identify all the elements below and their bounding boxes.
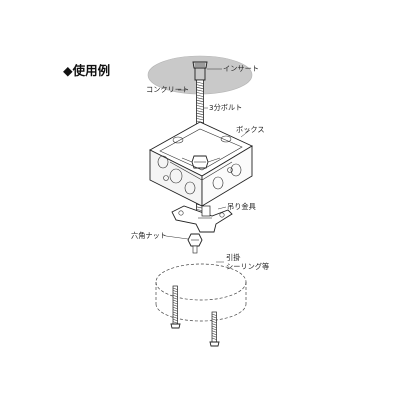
hanger-bracket — [171, 205, 233, 233]
thread-line — [172, 321, 178, 324]
thread-line — [196, 86, 204, 90]
thread-line — [172, 318, 178, 322]
leader-box — [240, 129, 251, 138]
label-box: ボックス — [236, 125, 265, 134]
thread-line — [172, 304, 178, 307]
label-bolt: 3分ボルト — [209, 103, 242, 112]
thread-line — [172, 316, 178, 319]
thread-line — [196, 81, 204, 84]
label-nut: 六角ナット — [131, 231, 167, 240]
thread-line — [196, 107, 204, 110]
thread-line — [196, 97, 204, 100]
thread-line — [211, 313, 217, 316]
thread-line — [211, 328, 217, 331]
label-concrete: コンクリート — [146, 85, 189, 94]
leader-nut — [165, 235, 189, 240]
thread-line — [196, 99, 204, 103]
section-heading: ◆使用例 — [63, 63, 110, 78]
thread-line — [196, 84, 204, 87]
thread-line — [172, 299, 178, 302]
thread-line — [211, 325, 217, 328]
thread-line — [172, 314, 178, 317]
hex-nut — [187, 233, 203, 254]
thread-line — [196, 102, 204, 105]
thread-line — [172, 311, 178, 314]
thread-line — [196, 92, 204, 95]
thread-line — [211, 318, 217, 321]
thread-line — [172, 292, 178, 295]
left-screw — [170, 285, 181, 329]
label-insert: インサート — [223, 64, 259, 73]
label-hanger: 吊り金具 — [227, 202, 256, 211]
label-ceiling-line2: シーリング等 — [226, 262, 269, 271]
leader-hanger — [217, 206, 227, 210]
right-screw — [209, 311, 220, 347]
thread-line — [196, 110, 204, 113]
thread-line — [172, 306, 178, 310]
thread-line — [196, 112, 204, 116]
thread-line — [211, 332, 217, 336]
thread-line — [211, 320, 217, 324]
thread-line — [196, 105, 204, 108]
thread-line — [196, 115, 204, 118]
thread-line — [211, 335, 217, 338]
ceiling-rosette — [155, 263, 247, 322]
thread-line — [172, 309, 178, 312]
thread-line — [211, 337, 217, 340]
thread-line — [196, 94, 204, 97]
thread-line — [172, 290, 178, 293]
thread-line — [211, 323, 217, 326]
thread-line — [196, 89, 204, 92]
thread-line — [172, 302, 178, 305]
thread-line — [172, 287, 178, 290]
label-ceiling-line1: 引掛 — [226, 253, 240, 262]
thread-line — [172, 294, 178, 298]
thread-line — [211, 316, 217, 319]
thread-line — [196, 118, 204, 121]
thread-line — [172, 297, 178, 300]
thread-line — [211, 330, 217, 333]
junction-box — [149, 121, 253, 207]
